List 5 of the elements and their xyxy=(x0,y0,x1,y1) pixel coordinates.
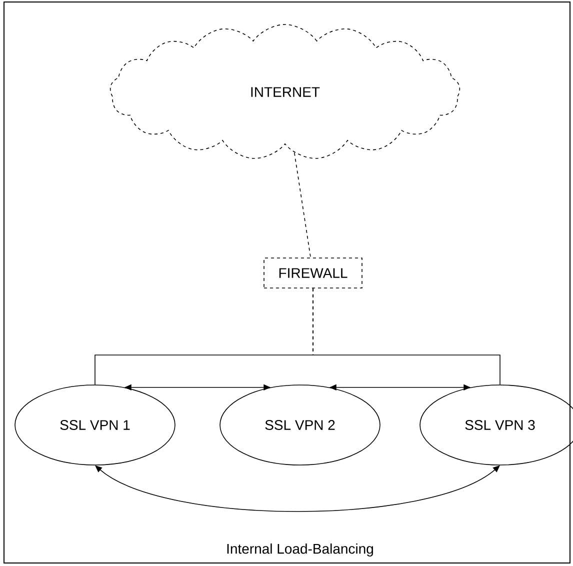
cloud: INTERNET xyxy=(110,24,460,159)
connector-line xyxy=(294,152,312,258)
firewall-box: FIREWALL xyxy=(264,258,362,288)
connector-line xyxy=(312,288,500,385)
caption-text: Internal Load-Balancing xyxy=(227,543,373,557)
